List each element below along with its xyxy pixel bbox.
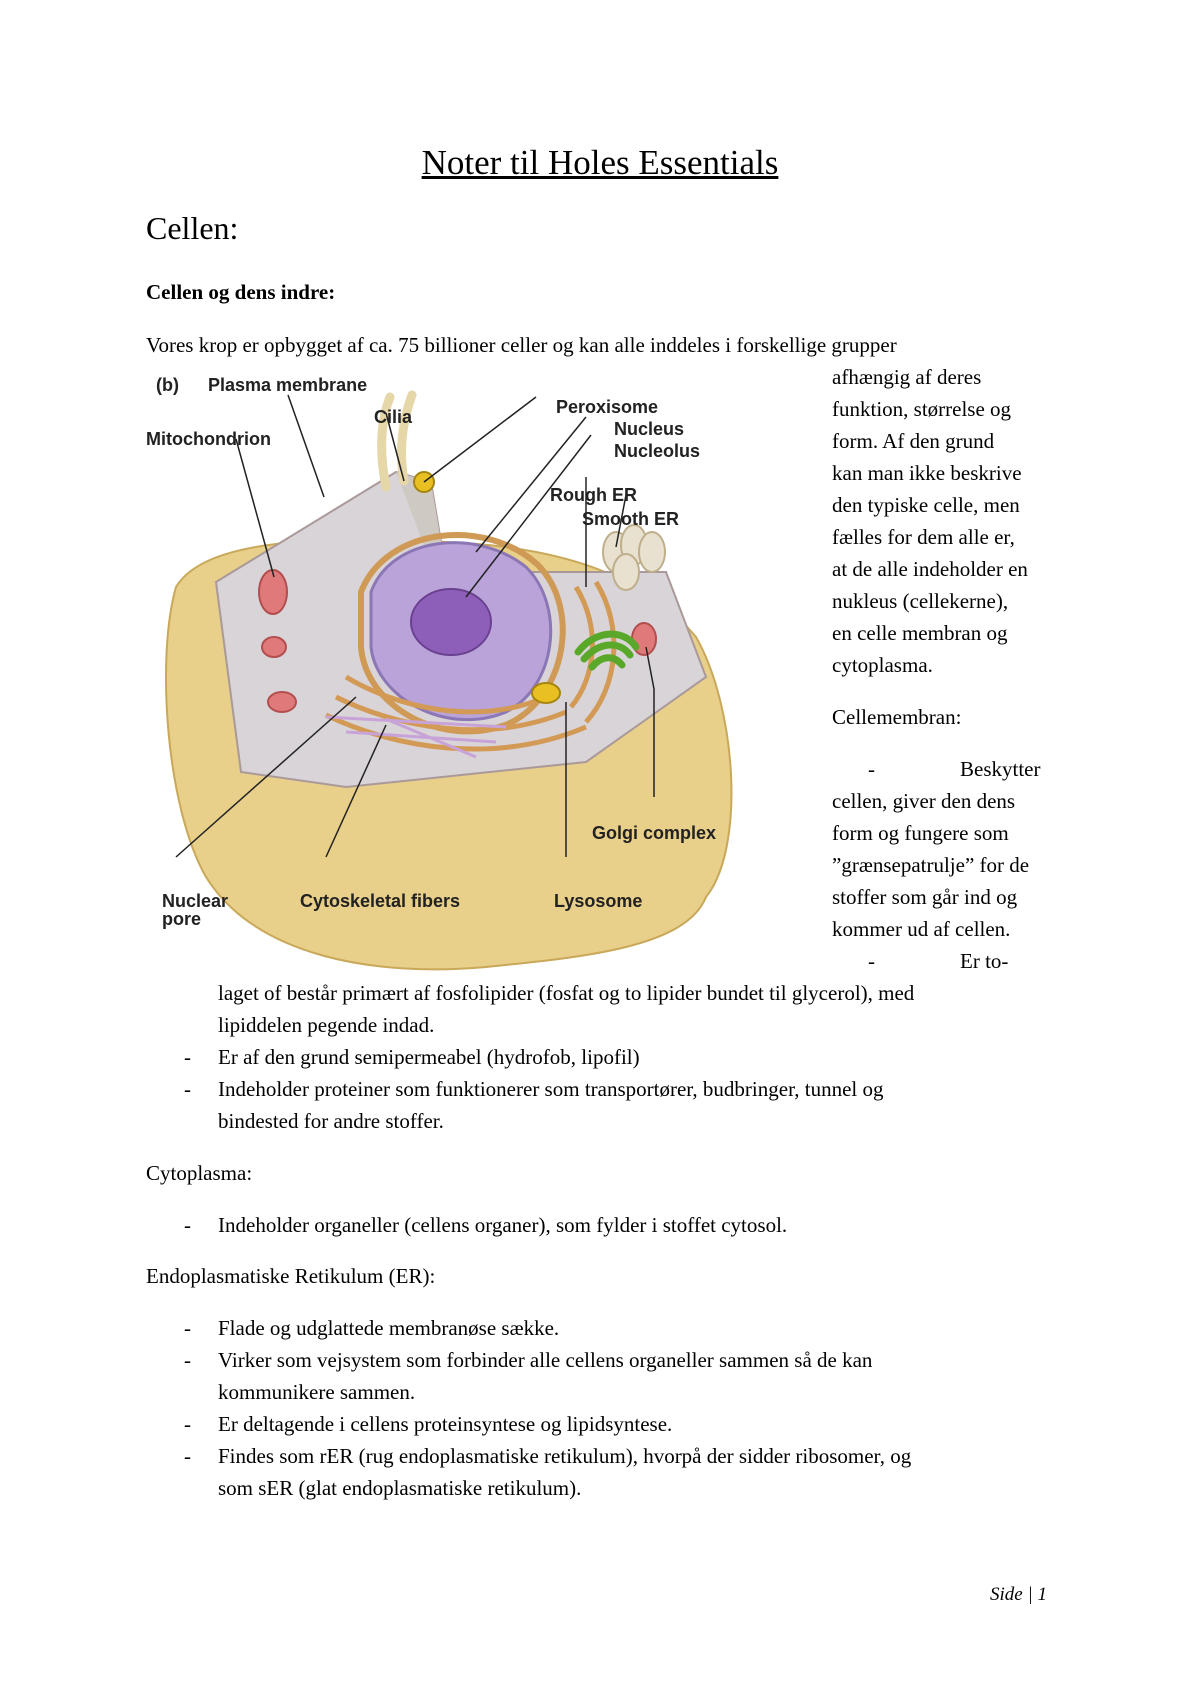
label-cilia: Cilia <box>374 407 413 427</box>
figure-panel-label: (b) <box>156 377 179 395</box>
cell-diagram: (b) Plasma membrane Cilia Mitochondrion … <box>146 377 733 971</box>
cellemembran-b2-line1: laget of består primært af fosfolipider … <box>218 981 915 1005</box>
label-rough-er: Rough ER <box>550 485 637 505</box>
page-number: 1 <box>1037 1584 1047 1605</box>
cellemembran-b4-line1: Indeholder proteiner som funktionerer so… <box>218 1077 884 1101</box>
label-nucleus: Nucleus <box>614 419 684 439</box>
er-b3: Er deltagende i cellens proteinsyntese o… <box>218 1412 673 1436</box>
cellemembran-b2-start: Er to- <box>960 949 1009 973</box>
page-footer: Side | 1 <box>990 1584 1047 1606</box>
page-title: Noter til Holes Essentials <box>421 143 779 182</box>
side-line-9: en celle membran og <box>832 621 1008 645</box>
mitochondrion-2 <box>261 636 287 658</box>
cellemembran-b1-line3: form og fungere som <box>832 821 1009 845</box>
label-smooth-er: Smooth ER <box>582 509 679 529</box>
bullet-dash: - <box>184 1077 191 1101</box>
side-line-7: at de alle indeholder en <box>832 557 1028 581</box>
side-line-1: afhængig af deres <box>832 365 982 389</box>
bullet-dash: - <box>184 1316 191 1340</box>
nucleolus <box>410 588 492 656</box>
bullet-dash: - <box>184 1045 191 1069</box>
side-line-6: fælles for dem alle er, <box>832 525 1015 549</box>
label-nucleolus: Nucleolus <box>614 441 700 461</box>
side-line-4: kan man ikke beskrive <box>832 461 1022 485</box>
cellemembran-b1-line4: ”grænsepatrulje” for de <box>832 853 1030 877</box>
lysosome <box>531 682 561 704</box>
label-peroxisome: Peroxisome <box>556 397 658 417</box>
cytoplasma-b1: Indeholder organeller (cellens organer),… <box>218 1213 788 1237</box>
bullet-dash: - <box>868 949 875 973</box>
label-golgi-complex: Golgi complex <box>592 823 716 843</box>
side-line-8: nukleus (cellekerne), <box>832 589 1009 613</box>
er-heading: Endoplasmatiske Retikulum (ER): <box>146 1264 436 1288</box>
label-nuclear-pore-line2: pore <box>162 909 201 929</box>
label-lysosome: Lysosome <box>554 891 642 911</box>
side-line-2: funktion, størrelse og <box>832 397 1012 421</box>
footer-label: Side | <box>990 1584 1033 1605</box>
rough-er <box>324 580 617 752</box>
mitochondrion-3 <box>267 691 297 713</box>
er-b1: Flade og udglattede membranøse sække. <box>218 1316 560 1340</box>
er-b2-line1: Virker som vejsystem som forbinder alle … <box>218 1348 873 1372</box>
bullet-dash: - <box>184 1412 191 1436</box>
label-nuclear-pore-line1: Nuclear <box>162 891 228 911</box>
side-line-10: cytoplasma. <box>832 653 933 677</box>
er-b2-line2: kommunikere sammen. <box>218 1380 416 1404</box>
bullet-dash: - <box>184 1213 191 1237</box>
label-cytoskeletal-fibers: Cytoskeletal fibers <box>300 891 460 911</box>
cilia <box>377 390 417 492</box>
section-title: Cellen: <box>146 210 239 246</box>
cytoskeletal-fibers <box>325 715 507 759</box>
er-b4-line2: som sER (glat endoplasmatiske retikulum)… <box>218 1476 582 1500</box>
label-mitochondrion: Mitochondrion <box>146 429 271 449</box>
cellemembran-b3: Er af den grund semipermeabel (hydrofob,… <box>218 1045 640 1069</box>
cytoplasma-heading: Cytoplasma: <box>146 1161 253 1185</box>
bullet-dash: - <box>868 757 875 781</box>
side-line-3: form. Af den grund <box>832 429 995 453</box>
subsection-title: Cellen og dens indre: <box>146 280 336 304</box>
bullet-dash: - <box>184 1348 191 1372</box>
mitochondrion <box>258 569 288 615</box>
label-plasma-membrane: Plasma membrane <box>208 377 367 395</box>
cellemembran-b1-line5: stoffer som går ind og <box>832 885 1018 909</box>
nucleus-envelope <box>358 532 566 735</box>
cellemembran-b1-line6: kommer ud af cellen. <box>832 917 1011 941</box>
side-line-5: den typiske celle, men <box>832 493 1020 517</box>
smooth-er <box>602 524 666 591</box>
bullet-dash: - <box>184 1444 191 1468</box>
golgi <box>574 630 640 671</box>
cellemembran-b4-line2: bindested for andre stoffer. <box>218 1109 444 1133</box>
cellemembran-b1-line1: Beskytter <box>960 757 1041 781</box>
cellemembran-b2-line2: lipiddelen pegende indad. <box>218 1013 435 1037</box>
cellemembran-b1-line2: cellen, giver den dens <box>832 789 1016 813</box>
intro-line: Vores krop er opbygget af ca. 75 billion… <box>146 333 897 357</box>
er-b4-line1: Findes som rER (rug endoplasmatiske reti… <box>218 1444 912 1468</box>
cellemembran-heading: Cellemembran: <box>832 705 962 729</box>
